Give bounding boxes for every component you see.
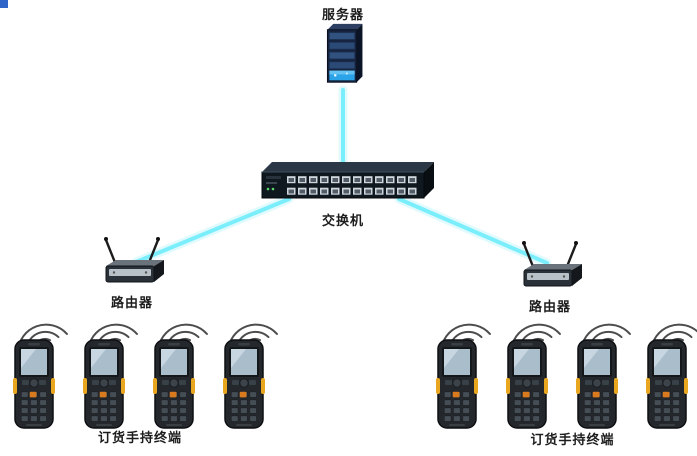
- router-left-label: 路由器: [110, 296, 153, 311]
- handheld-terminal: [148, 338, 200, 430]
- server-label: 服务器: [321, 8, 364, 23]
- corner-marker: [0, 0, 8, 8]
- switch-icon: [256, 158, 436, 206]
- handheld-terminal: [431, 338, 483, 430]
- terminal-group-left-label: 订货手持终端: [97, 431, 182, 446]
- handheld-terminal: [218, 338, 270, 430]
- handheld-terminal: [571, 338, 623, 430]
- link-switch-router-right: [397, 197, 549, 265]
- router-right-icon: [512, 238, 588, 300]
- server-icon: [311, 20, 375, 90]
- router-left-icon: [94, 234, 170, 296]
- terminal-group-right-label: 订货手持终端: [530, 433, 615, 448]
- handheld-terminal: [8, 338, 60, 430]
- handheld-terminal: [78, 338, 130, 430]
- handheld-terminal: [501, 338, 553, 430]
- switch-label: 交换机: [321, 214, 364, 229]
- link-switch-router-left: [134, 197, 291, 264]
- handheld-terminal: [641, 338, 693, 430]
- router-right-label: 路由器: [528, 300, 571, 315]
